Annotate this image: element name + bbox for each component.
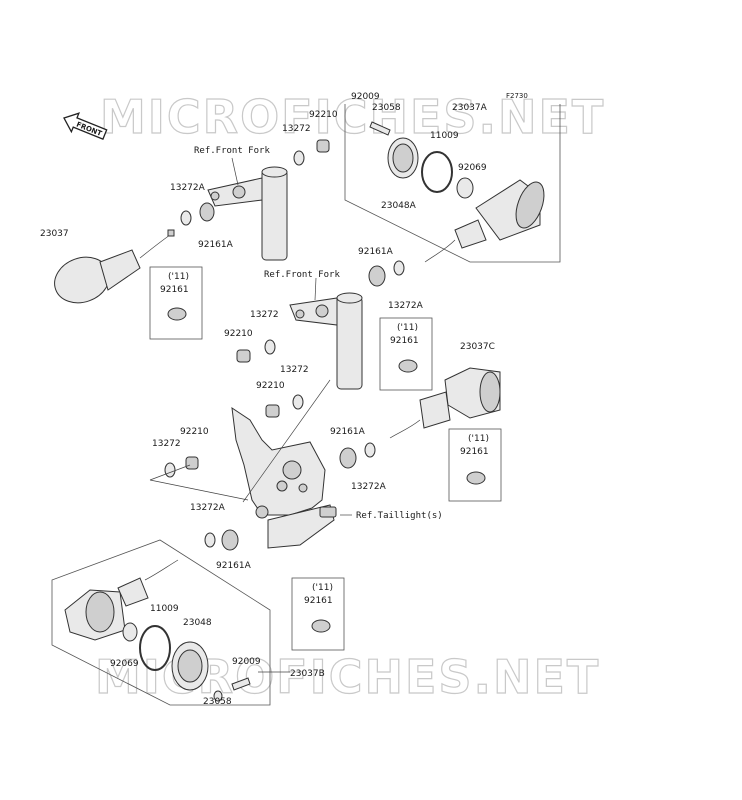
figure-code: F2730 [506, 92, 528, 100]
label-92161A-bottom: 92161A [216, 561, 252, 571]
label-23037B: 23037B [290, 669, 325, 679]
label-92009-top: 92009 [351, 92, 380, 102]
label-13272A-right-upper: 13272A [388, 301, 424, 311]
label-ref-front-fork-upper: Ref.Front Fork [194, 146, 270, 156]
label-ref-taillight: Ref.Taillight(s) [356, 511, 443, 521]
label-13272-lower: 13272 [280, 365, 309, 375]
inset-box-3: ('11) 92161 [448, 428, 502, 502]
bulb-92069-top [456, 177, 474, 199]
inset-year: ('11) [397, 323, 418, 333]
assembly-outline-bottom-left [51, 539, 271, 706]
label-13272A-bottom: 13272A [190, 503, 226, 513]
lens-rim-23048A [387, 137, 419, 179]
gasket-11009-bottom [139, 625, 171, 671]
lens-23048 [171, 641, 209, 691]
front-fork-upper [207, 166, 288, 261]
inset-part: 92161 [304, 596, 333, 606]
label-13272A-upper: 13272A [170, 183, 206, 193]
screw-92009-bottom [231, 677, 251, 691]
label-13272-upper: 13272 [282, 124, 311, 134]
label-92069-bottom: 92069 [110, 659, 139, 669]
watermark-bottom: MICROFICHES.NET [95, 650, 600, 704]
label-92161A-upper: 92161A [198, 240, 234, 250]
label-23048A: 23048A [381, 201, 417, 211]
label-13272-mid: 13272 [250, 310, 279, 320]
inset-part: 92161 [160, 285, 189, 295]
inset-part: 92161 [460, 447, 489, 457]
front-fork-lower [289, 292, 363, 390]
label-92210-upper: 92210 [309, 110, 338, 120]
label-23058-bottom: 23058 [203, 697, 232, 707]
label-92210-lower: 92210 [256, 381, 285, 391]
inset-year: ('11) [468, 434, 489, 444]
label-13272A-right-lower: 13272A [351, 482, 387, 492]
leader-lines [149, 157, 352, 673]
inset-box-2: ('11) 92161 [379, 317, 433, 391]
inset-part: 92161 [390, 336, 419, 346]
inset-year: ('11) [312, 583, 333, 593]
turn-signal-23037 [54, 229, 175, 304]
label-11009-top: 11009 [430, 131, 459, 141]
label-23058-top: 23058 [372, 103, 401, 113]
watermark-top: MICROFICHES.NET [100, 90, 605, 144]
turn-signal-23037A [424, 179, 545, 263]
inset-box-1: ('11) 92161 [149, 266, 203, 340]
label-ref-front-fork-lower: Ref.Front Fork [264, 270, 340, 280]
label-23037: 23037 [40, 229, 69, 239]
gasket-11009-top [421, 151, 453, 193]
label-92161A-right-upper: 92161A [358, 247, 394, 257]
label-11009-bottom: 11009 [150, 604, 179, 614]
bulb-92069-bottom [122, 622, 138, 642]
label-92210-left: 92210 [180, 427, 209, 437]
label-92009-bottom: 92009 [232, 657, 261, 667]
turn-signal-23037B [64, 559, 179, 641]
label-92161A-right-lower: 92161A [330, 427, 366, 437]
label-23037C: 23037C [460, 342, 495, 352]
screw-92009-top [369, 121, 391, 136]
washers-and-nuts [164, 139, 405, 702]
inset-box-4: ('11) 92161 [291, 577, 345, 651]
label-23048: 23048 [183, 618, 212, 628]
label-23037A: 23037A [452, 103, 488, 113]
rear-signal-bracket [231, 406, 337, 549]
label-92210-mid: 92210 [224, 329, 253, 339]
label-92069-top: 92069 [458, 163, 487, 173]
turn-signal-23037C [389, 367, 501, 439]
label-13272-left: 13272 [152, 439, 181, 449]
assembly-outline-top-right [344, 104, 561, 263]
inset-year: ('11) [168, 272, 189, 282]
